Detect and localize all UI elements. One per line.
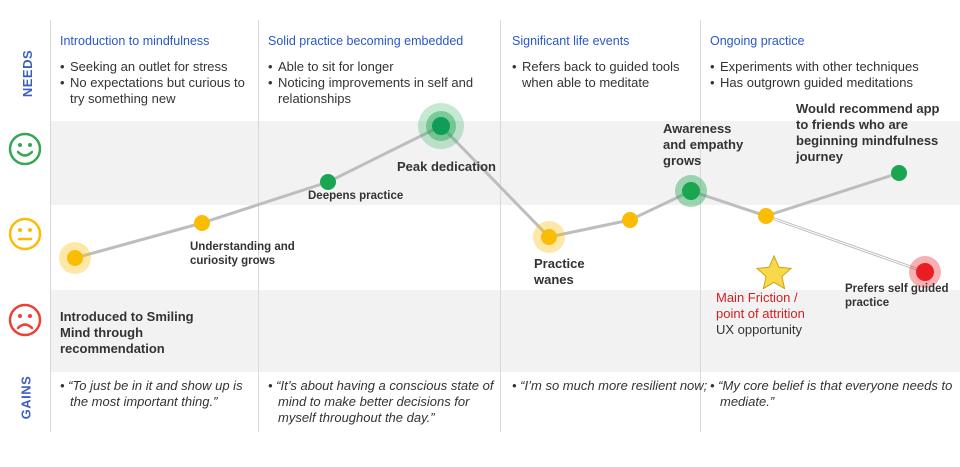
star-icon	[755, 254, 793, 290]
column-divider	[50, 20, 51, 432]
stage-title-life-events: Significant life events	[512, 34, 630, 48]
sad-face-icon	[8, 303, 42, 337]
quote-text: •	[268, 378, 277, 393]
needs-list: Refers back to guided tools when able to…	[512, 59, 698, 91]
stage-title-ongoing: Ongoing practice	[710, 34, 805, 48]
need-item: Experiments with other techniques	[710, 59, 955, 75]
column-divider	[258, 20, 259, 432]
stage-title-solid-practice: Solid practice becoming embedded	[268, 34, 464, 48]
journey-point-intro	[67, 250, 83, 266]
journey-point-deepens	[320, 174, 336, 190]
journey-point-peak	[432, 117, 450, 135]
need-item: Seeking an outlet for stress	[60, 59, 252, 75]
happy-face-icon	[8, 132, 42, 166]
need-item: Noticing improvements in self and relati…	[268, 75, 494, 107]
needs-list: Able to sit for longer Noticing improvem…	[268, 59, 494, 107]
label-self-guided: Prefers self guided practice	[845, 283, 949, 309]
stage-title-introduction: Introduction to mindfulness	[60, 34, 210, 48]
need-item: Has outgrown guided meditations	[710, 75, 955, 91]
gain-quote: • “To just be in it and show up is the m…	[60, 378, 243, 409]
journey-point-wanes	[541, 229, 557, 245]
label-introduced: Introduced to Smiling Mind through recom…	[60, 309, 194, 356]
attrition-line-inner	[765, 215, 926, 273]
column-divider	[500, 20, 501, 432]
gain-quote: • “It’s about having a conscious state o…	[268, 378, 494, 425]
label-recommend: Would recommend app to friends who are b…	[796, 101, 940, 164]
journey-point-curiosity	[194, 215, 210, 231]
need-item: No expectations but curious to try somet…	[60, 75, 252, 107]
quote-text: •	[512, 378, 521, 393]
label-curiosity: Understanding and curiosity grows	[190, 241, 295, 267]
journey-point-self-guided	[916, 263, 934, 281]
need-item: Refers back to guided tools when able to…	[512, 59, 698, 91]
gain-quote: • “My core belief is that everyone needs…	[710, 378, 953, 409]
label-deepens: Deepens practice	[308, 190, 404, 202]
label-peak: Peak dedication	[397, 159, 496, 174]
needs-list: Seeking an outlet for stress No expectat…	[60, 59, 252, 107]
label-awareness: Awareness and empathy grows	[663, 121, 744, 168]
journey-point-awareness	[682, 182, 700, 200]
quote-text: •	[60, 378, 69, 393]
label-ux-opportunity: UX opportunity	[716, 322, 802, 337]
journey-point-recommend	[891, 165, 907, 181]
gain-quote: • “I’m so much more resilient now;	[512, 378, 708, 393]
label-friction: Main Friction / point of attrition	[716, 290, 826, 322]
sad-row-band	[50, 290, 960, 372]
column-divider	[700, 20, 701, 432]
friction-line-1: Main Friction /	[716, 290, 798, 305]
quote-text: •	[710, 378, 719, 393]
journey-line	[74, 124, 900, 260]
friction-line-2: point of attrition	[716, 306, 805, 321]
journey-point-fork	[758, 208, 774, 224]
label-wanes: Practice wanes	[534, 256, 585, 287]
needs-list: Experiments with other techniques Has ou…	[710, 59, 955, 91]
need-item: Able to sit for longer	[268, 59, 494, 75]
journey-point-recovery	[622, 212, 638, 228]
neutral-face-icon	[8, 217, 42, 251]
